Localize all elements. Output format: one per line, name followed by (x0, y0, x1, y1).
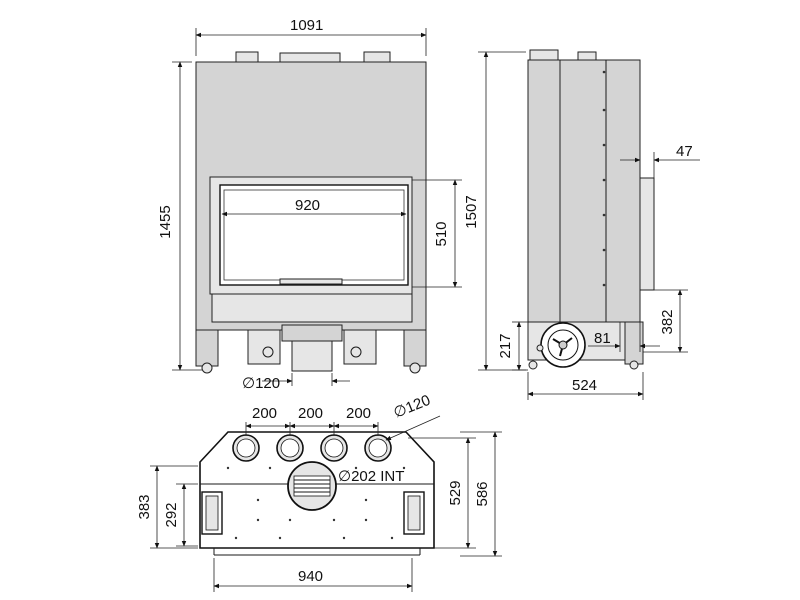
front-leg-left (195, 329, 219, 367)
front-width-label: 1091 (290, 17, 323, 34)
spacing-3-label: 200 (346, 405, 371, 422)
side-height-label: 1507 (463, 195, 480, 228)
side-offset-top-label: 47 (676, 143, 693, 160)
front-height-label: 1455 (157, 205, 174, 238)
top-width-label: 940 (298, 568, 323, 585)
glass-height-label: 510 (433, 221, 450, 246)
side-inlet-height-label: 217 (497, 333, 514, 358)
side-door (639, 177, 655, 291)
top-dim-292-label: 292 (163, 502, 180, 527)
spacing-2-label: 200 (298, 405, 323, 422)
top-outlets (232, 434, 392, 462)
side-handle-height-label: 382 (659, 309, 676, 334)
bottom-flue (291, 340, 333, 372)
top-view: 200 200 200 ∅120 ∅202 INT 383 292 529 58… (136, 392, 502, 592)
front-flue-diameter-label: ∅120 (242, 375, 280, 392)
front-top-collar-center (279, 52, 341, 63)
main-flue-label: ∅202 INT (338, 468, 404, 485)
side-view: 1507 47 217 81 382 524 (463, 49, 700, 400)
front-top-collar-right (363, 51, 391, 63)
glass-width-label: 920 (295, 197, 320, 214)
front-view: ∅120 1091 1455 920 510 (157, 17, 462, 392)
side-offset-inlet-label: 81 (594, 330, 611, 347)
side-body-front (527, 59, 561, 323)
side-depth-label: 524 (572, 377, 597, 394)
door-handle (279, 278, 343, 285)
lower-panel (211, 293, 413, 323)
bottom-collar (281, 324, 343, 342)
side-body-main (559, 59, 641, 323)
side-top-collar (529, 49, 559, 61)
front-top-collar-left (235, 51, 259, 63)
top-depth-586-label: 586 (474, 481, 491, 506)
spacing-1-label: 200 (252, 405, 277, 422)
top-outline (199, 431, 435, 549)
top-depth-529-label: 529 (447, 480, 464, 505)
side-fixing-dots (602, 70, 606, 287)
front-leg-right (403, 329, 427, 367)
glass-panel (219, 184, 409, 286)
top-fixing-dots (226, 466, 406, 540)
top-dim-383-label: 383 (136, 494, 153, 519)
outlet-diameter-label: ∅120 (391, 392, 433, 422)
